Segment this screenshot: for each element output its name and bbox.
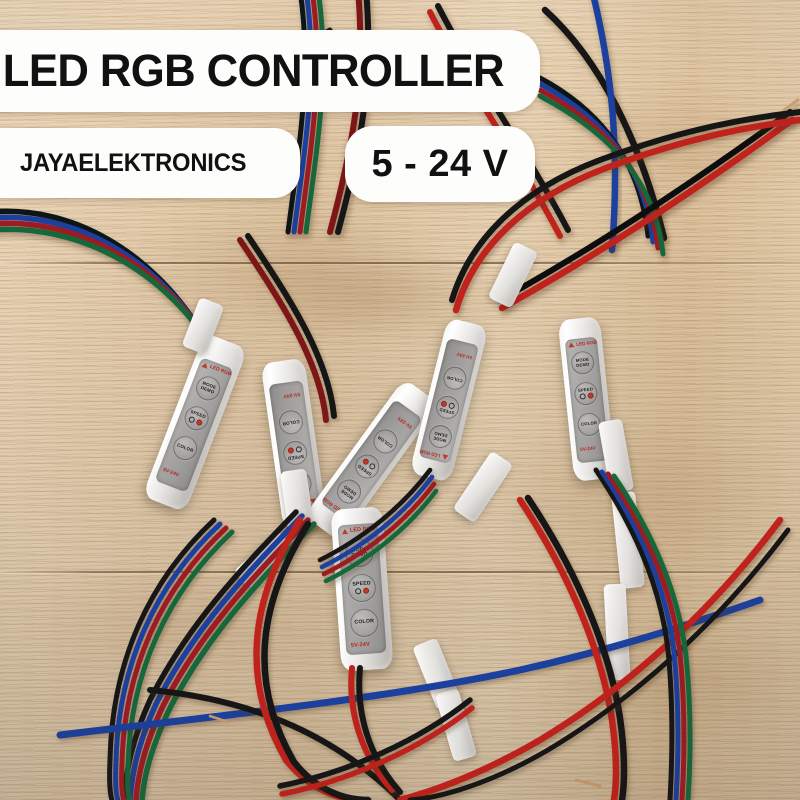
top-marking-text: LED RGB [575, 339, 598, 347]
color-label: COLOR [176, 441, 195, 453]
warning-triangle-icon [201, 361, 210, 369]
bottom-marking-text: 5V-24V [350, 641, 371, 649]
warning-triangle-icon [341, 528, 349, 534]
color-label: COLOR [580, 420, 598, 428]
plank-seam-upper [0, 262, 800, 264]
bottom-marking-text: 5V-24V [579, 445, 597, 452]
mode-demo-button[interactable]: MODE DEMO [426, 422, 455, 451]
voltage-text: 5 - 24 V [371, 142, 509, 185]
mode-demo-button[interactable]: MODE DEMO [344, 538, 375, 569]
mode-demo-button[interactable]: MODE DEMO [192, 372, 224, 404]
title-text: LED RGB CONTROLLER [2, 45, 504, 96]
warning-triangle-icon [441, 454, 449, 461]
plank-seam-lower [0, 571, 800, 573]
color-button[interactable]: COLOR [277, 408, 305, 436]
speed-button[interactable]: SPEED [281, 439, 309, 467]
color-button[interactable]: COLOR [349, 607, 380, 638]
color-button[interactable]: COLOR [368, 424, 403, 459]
color-label: COLOR [446, 374, 464, 384]
speed-button[interactable]: SPEED [573, 380, 599, 407]
speed-button[interactable]: SPEED [346, 573, 377, 603]
color-button[interactable]: COLOR [440, 364, 469, 393]
voltage-badge: 5 - 24 V [345, 126, 535, 202]
demo-label: DEMO [351, 551, 369, 559]
speed-button[interactable]: SPEED [181, 402, 213, 434]
brand-text: JAYAELEKTRONICS [19, 148, 247, 177]
color-button[interactable]: COLOR [169, 432, 201, 464]
brand-badge: JAYAELEKTRONICS [0, 128, 300, 198]
top-marking-text: LED RGB [419, 448, 441, 459]
speed-button[interactable]: SPEED [433, 393, 462, 422]
color-label: COLOR [376, 434, 394, 450]
speed-indicator-icon [354, 587, 370, 595]
demo-label: DEMO [575, 361, 590, 368]
bottom-marking-text: 5V-24V [282, 390, 301, 400]
title-badge: LED RGB CONTROLLER [0, 30, 540, 112]
mode-demo-button[interactable]: MODE DEMO [570, 350, 596, 376]
color-label: COLOR [354, 618, 375, 626]
warning-marking: LED RGB [568, 340, 597, 348]
speed-button[interactable]: SPEED [350, 449, 385, 484]
speed-indicator-icon [578, 392, 594, 400]
bottom-marking-text: 5V-24V [456, 351, 473, 361]
color-label: COLOR [282, 419, 300, 427]
speed-label: SPEED [287, 453, 305, 461]
warning-triangle-icon [568, 342, 575, 348]
top-marking-text: LED RGB [349, 525, 376, 534]
bottom-marking-text: 5V-24V [396, 414, 414, 430]
bottom-marking-text: 5V-24V [161, 466, 180, 479]
warning-marking: LED RGB [341, 525, 376, 534]
